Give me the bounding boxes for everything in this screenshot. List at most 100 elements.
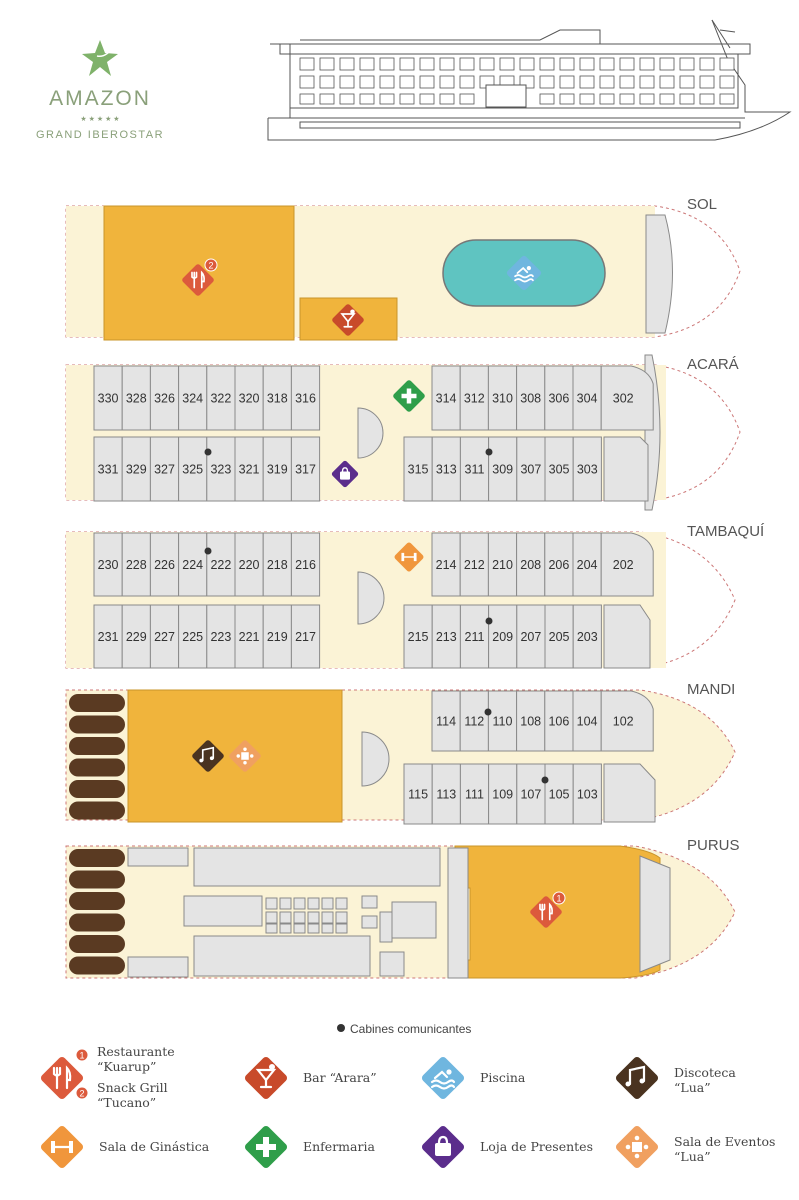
cabin-210[interactable]: 210 — [487, 532, 518, 597]
badge-number: 1 — [79, 1051, 84, 1061]
cabin-226[interactable]: 226 — [149, 532, 180, 597]
cabin-221[interactable]: 221 — [234, 604, 264, 669]
lounger — [69, 737, 125, 755]
legend-sublabel: “Lua” — [674, 1080, 711, 1095]
cabin-104[interactable]: 104 — [572, 690, 602, 752]
badge-number: 1 — [556, 894, 561, 904]
cabin-327[interactable]: 327 — [149, 436, 180, 502]
cabin-328[interactable]: 328 — [121, 365, 151, 431]
cabin-number: 312 — [464, 392, 485, 406]
cabin-number: 103 — [577, 788, 598, 802]
cabin-309[interactable]: 309 — [488, 436, 518, 502]
cabin-107[interactable]: 107 — [516, 763, 546, 825]
wood-loungers — [69, 849, 125, 975]
cabin-205[interactable]: 205 — [544, 604, 574, 669]
cabin-number: 207 — [520, 630, 541, 644]
cabin-220[interactable]: 220 — [234, 532, 264, 597]
cabin-106[interactable]: 106 — [544, 690, 574, 752]
cabin-323[interactable]: 323 — [206, 436, 236, 502]
cabin-102[interactable]: 102 — [600, 690, 654, 752]
deck-name-acara: ACARÁ — [687, 356, 739, 373]
cabin-218[interactable]: 218 — [262, 532, 292, 597]
cabin-217[interactable]: 217 — [290, 604, 321, 669]
cabin-320[interactable]: 320 — [234, 365, 264, 431]
cabin-112[interactable]: 112 — [459, 690, 489, 752]
cabin-227[interactable]: 227 — [149, 604, 180, 669]
cabin-307[interactable]: 307 — [516, 436, 546, 502]
lounger — [69, 892, 125, 910]
cabin-number: 216 — [295, 558, 316, 572]
cabin-330[interactable]: 330 — [93, 365, 123, 431]
cabin-206[interactable]: 206 — [544, 532, 574, 597]
cabin-314[interactable]: 314 — [431, 365, 461, 431]
deck-sol: SOL — [65, 196, 741, 341]
cabin-303[interactable]: 303 — [572, 436, 602, 502]
legend-label: Discoteca — [674, 1065, 736, 1080]
cabin-308[interactable]: 308 — [516, 365, 546, 431]
cabin-number: 317 — [295, 463, 316, 477]
cabin-305[interactable]: 305 — [544, 436, 574, 502]
cabin-115[interactable]: 115 — [403, 763, 433, 825]
cabin-number: 110 — [493, 715, 513, 729]
cabin-324[interactable]: 324 — [178, 365, 208, 431]
cabin-313[interactable]: 313 — [431, 436, 461, 502]
cabin-223[interactable]: 223 — [206, 604, 236, 669]
cabin-number: 320 — [239, 392, 260, 406]
cabin-103[interactable]: 103 — [572, 763, 602, 825]
cabin-331[interactable]: 331 — [93, 436, 123, 502]
cabin-number: 214 — [436, 558, 457, 572]
cabin-number: 328 — [126, 392, 147, 406]
legend-label: Bar “Arara” — [303, 1070, 377, 1085]
cabin-316[interactable]: 316 — [290, 365, 321, 431]
cabin-105[interactable]: 105 — [544, 763, 574, 825]
cabin-310[interactable]: 310 — [487, 365, 518, 431]
cabin-211[interactable]: 211 — [459, 604, 490, 669]
cabin-311[interactable]: 311 — [459, 436, 490, 502]
cabin-114[interactable]: 114 — [431, 690, 461, 752]
cabin-312[interactable]: 312 — [459, 365, 489, 431]
cabin-230[interactable]: 230 — [93, 532, 123, 597]
cabin-111[interactable]: 111 — [459, 763, 490, 825]
cabin-304[interactable]: 304 — [572, 365, 602, 431]
cabin-315[interactable]: 315 — [403, 436, 433, 502]
cabin-319[interactable]: 319 — [262, 436, 292, 502]
cabin-222[interactable]: 222 — [206, 532, 236, 597]
cabin-231[interactable]: 231 — [93, 604, 123, 669]
cabin-329[interactable]: 329 — [121, 436, 151, 502]
cabin-326[interactable]: 326 — [149, 365, 180, 431]
cabin-306[interactable]: 306 — [544, 365, 574, 431]
cabin-202[interactable]: 202 — [600, 532, 654, 597]
cabin-219[interactable]: 219 — [262, 604, 292, 669]
cabin-108[interactable]: 108 — [516, 690, 546, 752]
cabin-225[interactable]: 225 — [178, 604, 208, 669]
cabin-317[interactable]: 317 — [290, 436, 321, 502]
cabin-212[interactable]: 212 — [459, 532, 489, 597]
deck-outline — [65, 205, 741, 338]
legend-label: Sala de Eventos — [674, 1134, 775, 1149]
cabin-213[interactable]: 213 — [431, 604, 461, 669]
cabin-318[interactable]: 318 — [262, 365, 292, 431]
legend-item-gym: Sala de Ginástica — [40, 1125, 210, 1169]
cabin-203[interactable]: 203 — [572, 604, 602, 669]
cabin-110[interactable]: 110 — [487, 690, 518, 752]
cabin-229[interactable]: 229 — [121, 604, 151, 669]
cabin-321[interactable]: 321 — [234, 436, 264, 502]
cabin-208[interactable]: 208 — [516, 532, 546, 597]
cabin-109[interactable]: 109 — [488, 763, 518, 825]
cabin-113[interactable]: 113 — [431, 763, 461, 825]
cabin-228[interactable]: 228 — [121, 532, 151, 597]
cabin-322[interactable]: 322 — [206, 365, 236, 431]
cabin-204[interactable]: 204 — [572, 532, 602, 597]
cabin-215[interactable]: 215 — [403, 604, 433, 669]
cabin-number: 108 — [520, 715, 541, 729]
cabin-214[interactable]: 214 — [431, 532, 461, 597]
cabin-302[interactable]: 302 — [600, 365, 654, 431]
cabin-207[interactable]: 207 — [516, 604, 546, 669]
cabin-325[interactable]: 325 — [178, 436, 208, 502]
cabin-216[interactable]: 216 — [290, 532, 321, 597]
bar-icon — [244, 1056, 288, 1100]
cabin-209[interactable]: 209 — [488, 604, 518, 669]
cabin-224[interactable]: 224 — [178, 532, 208, 597]
